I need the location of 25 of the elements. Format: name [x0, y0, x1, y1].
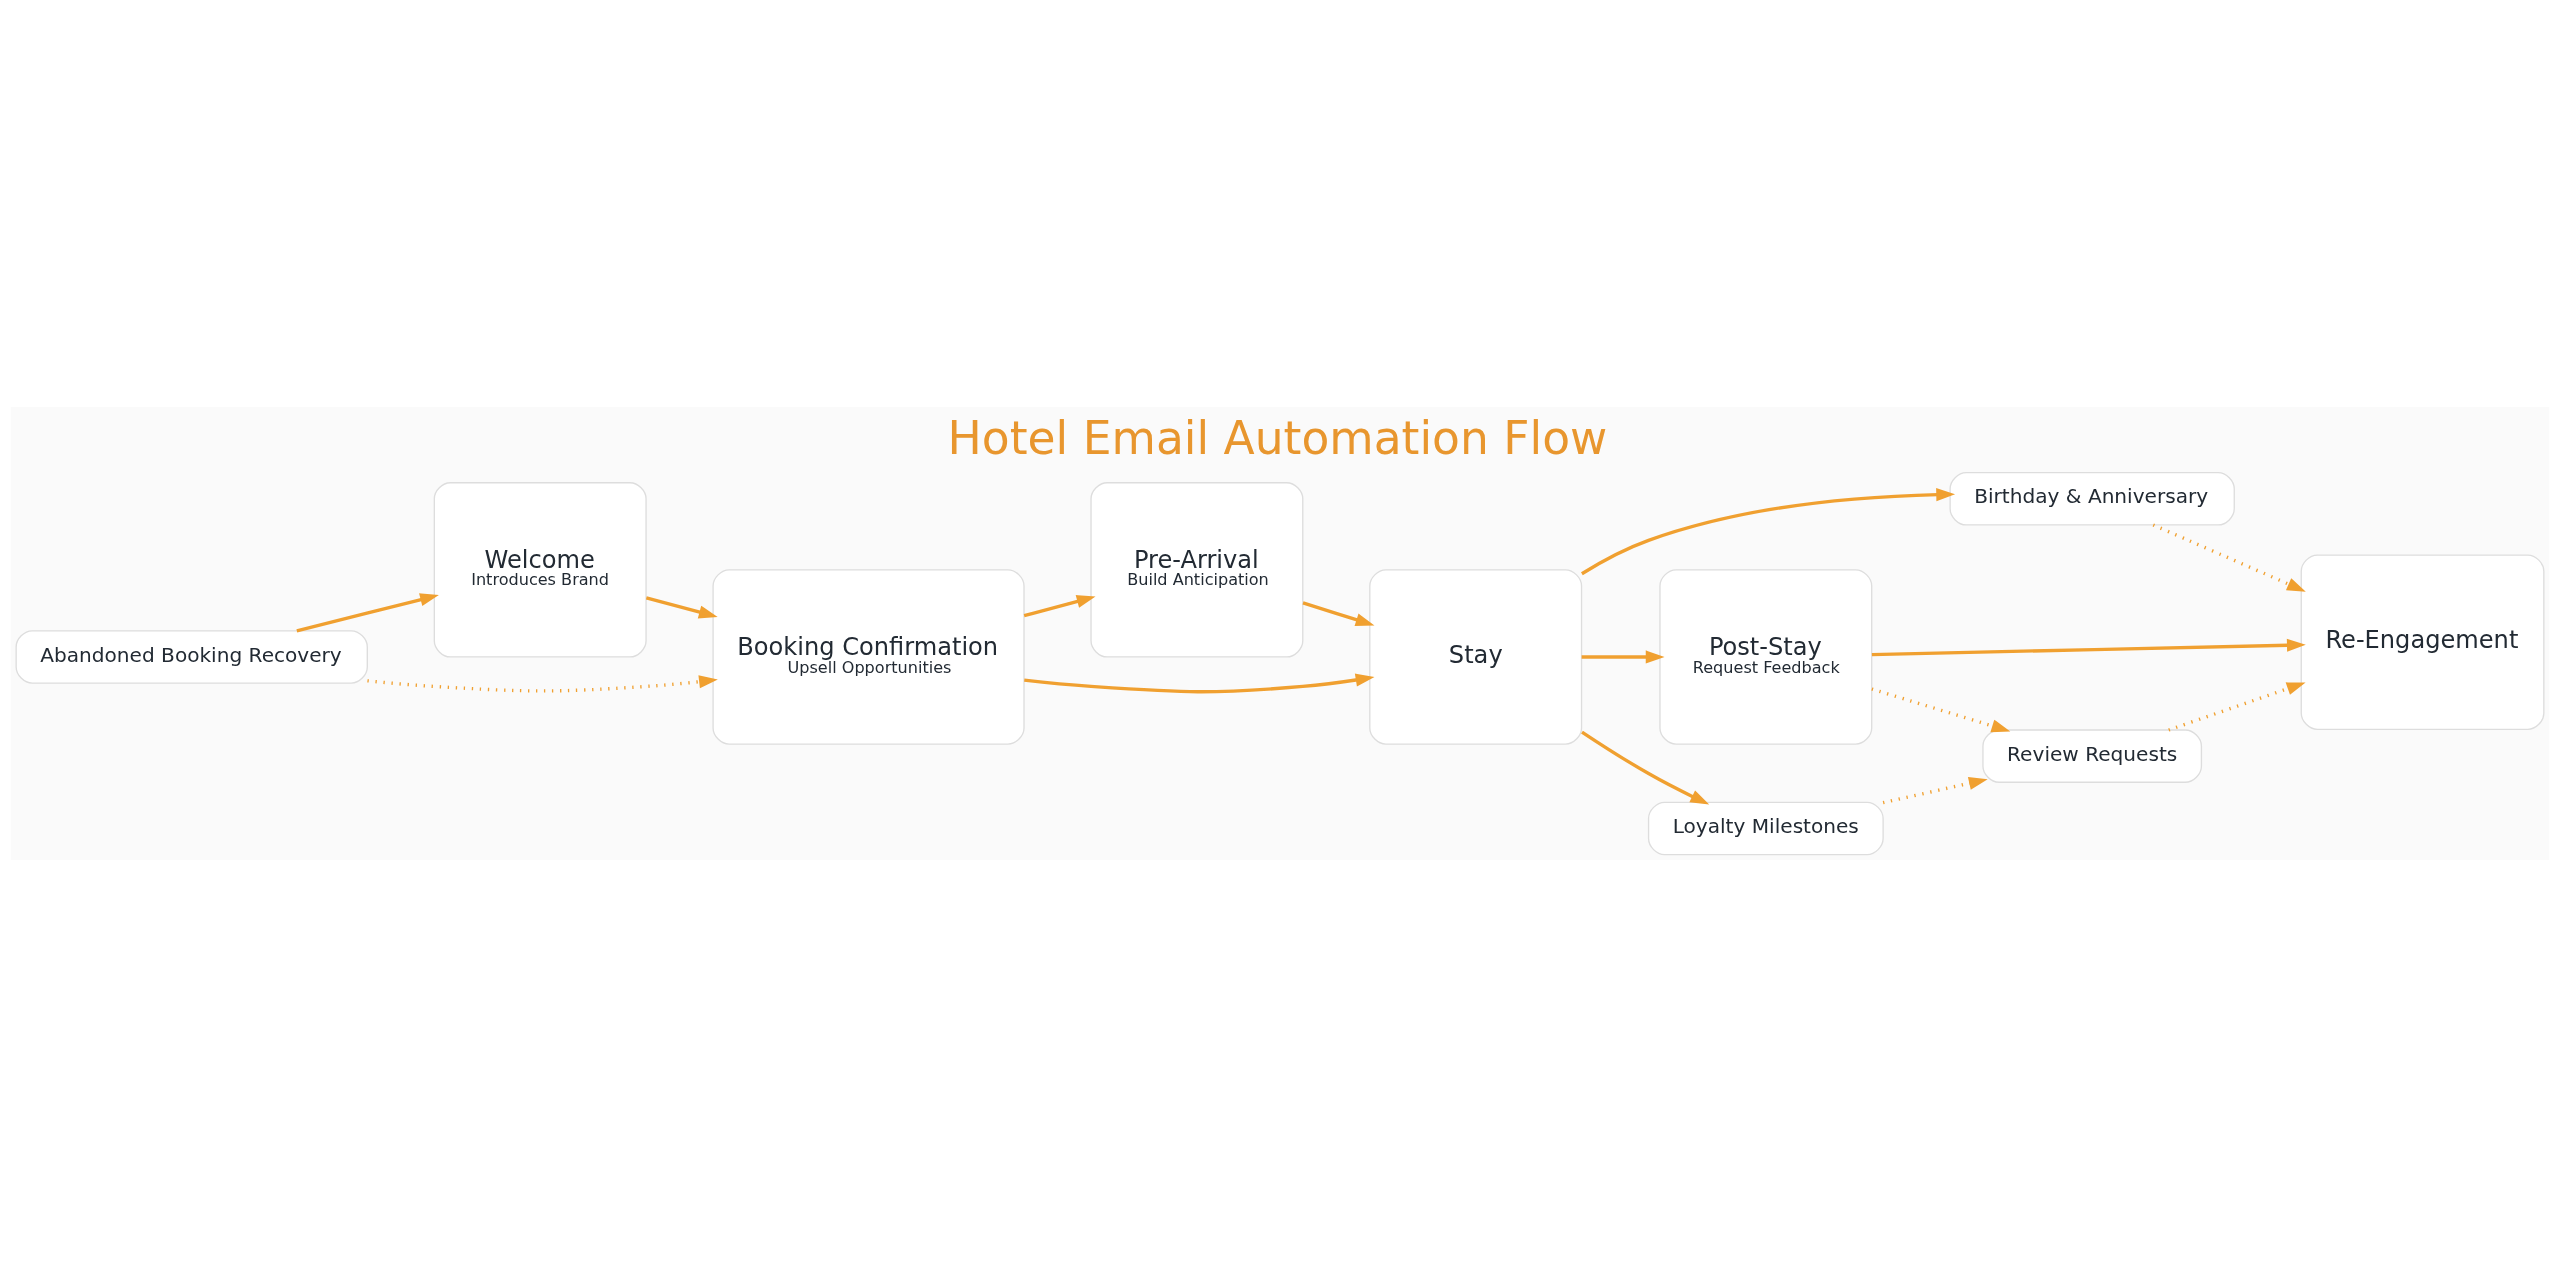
arrow — [367, 674, 718, 693]
node-box: Loyalty Milestones — [1647, 801, 1884, 855]
arrow — [1581, 649, 1665, 664]
arrow — [296, 592, 439, 632]
arrow — [1024, 673, 1375, 693]
arrow — [1023, 594, 1096, 617]
node-box: Stay — [1369, 568, 1583, 745]
arrow — [2152, 522, 2306, 592]
node-box: Booking Confirmation Upsell Opportunities — [712, 568, 1025, 745]
node-box: Review Requests — [1982, 728, 2203, 783]
arrow — [1581, 487, 1956, 575]
arrow — [1871, 686, 2011, 732]
arrow — [1302, 600, 1375, 626]
node-box: Welcome Introduces Brand — [433, 481, 647, 658]
node-box: Pre-Arrival Build Anticipation — [1090, 481, 1304, 658]
node-box: Re-Engagement — [2300, 553, 2545, 730]
diagram-title: Hotel Email Automation Flow — [947, 411, 1608, 465]
arrow — [1581, 730, 1710, 804]
node-box: Birthday & Anniversary — [1949, 471, 2235, 526]
arrow — [1871, 638, 2306, 656]
arrow — [2168, 681, 2306, 732]
arrow — [1882, 776, 1988, 804]
arrow — [645, 595, 718, 618]
node-box: Post-Stay Request Feedback — [1659, 568, 1873, 745]
node-box: Abandoned Booking Recovery — [15, 629, 368, 684]
